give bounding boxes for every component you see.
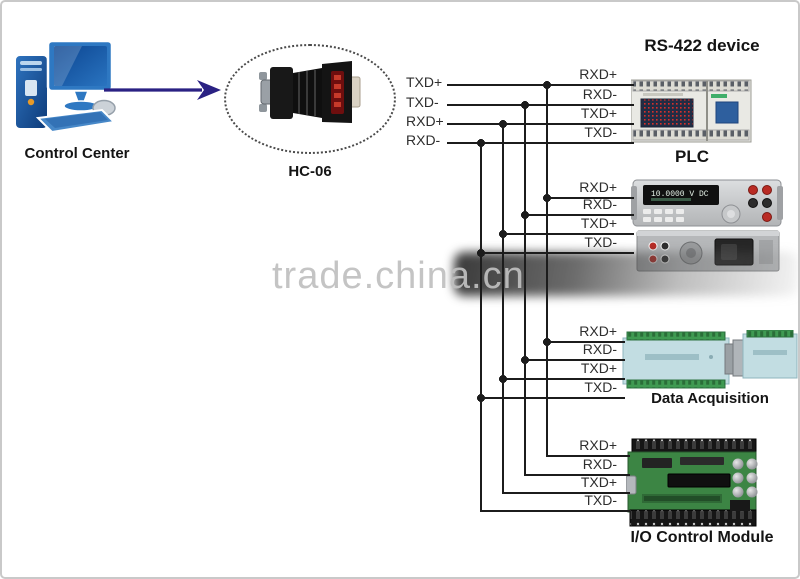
- plc-label: PLC: [675, 147, 709, 166]
- watermark-text: trade.china.cn: [272, 255, 525, 297]
- converter-highlight-ellipse: [224, 44, 396, 154]
- io-module-label: I/O Control Module: [630, 529, 774, 546]
- source-label-txd-plus: TXD+: [406, 74, 443, 90]
- port-label-txd-plus: TXD+: [580, 360, 617, 376]
- port-label-rxd-minus: RXD-: [582, 196, 617, 212]
- control-center-computer-icon: [14, 40, 117, 134]
- port-label-rxd-plus: RXD+: [579, 66, 617, 82]
- converter-label: HC-06: [288, 163, 332, 180]
- port-label-rxd-plus: RXD+: [579, 437, 617, 453]
- port-label-rxd-minus: RXD-: [582, 456, 617, 472]
- plc-device-image: [631, 79, 752, 143]
- port-label-txd-minus: TXD-: [584, 492, 617, 508]
- port-label-rxd-minus: RXD-: [582, 341, 617, 357]
- source-label-rxd-minus: RXD-: [406, 132, 441, 148]
- port-label-txd-plus: TXD+: [580, 474, 617, 490]
- io-module-device-image: [626, 438, 758, 527]
- shadow-band: [454, 252, 798, 296]
- source-label-txd-minus: TXD-: [406, 94, 439, 110]
- port-label-txd-minus: TXD-: [584, 234, 617, 250]
- port-label-txd-plus: TXD+: [580, 105, 617, 121]
- port-label-txd-minus: TXD-: [584, 379, 617, 395]
- hc06-adapter-icon: [259, 61, 361, 123]
- port-label-rxd-minus: RXD-: [582, 86, 617, 102]
- rs422-device-title: RS-422 device: [644, 36, 760, 55]
- connection-arrow: [104, 80, 221, 100]
- port-label-rxd-plus: RXD+: [579, 179, 617, 195]
- source-label-rxd-plus: RXD+: [406, 113, 444, 129]
- multimeter-display-text: 10.0000 V DC: [651, 190, 709, 199]
- port-label-txd-minus: TXD-: [584, 124, 617, 140]
- daq-label: Data Acquisition: [651, 390, 769, 407]
- port-label-rxd-plus: RXD+: [579, 323, 617, 339]
- daq-device-image: [622, 330, 798, 389]
- port-label-txd-plus: TXD+: [580, 215, 617, 231]
- control-center-label: Control Center: [24, 145, 130, 162]
